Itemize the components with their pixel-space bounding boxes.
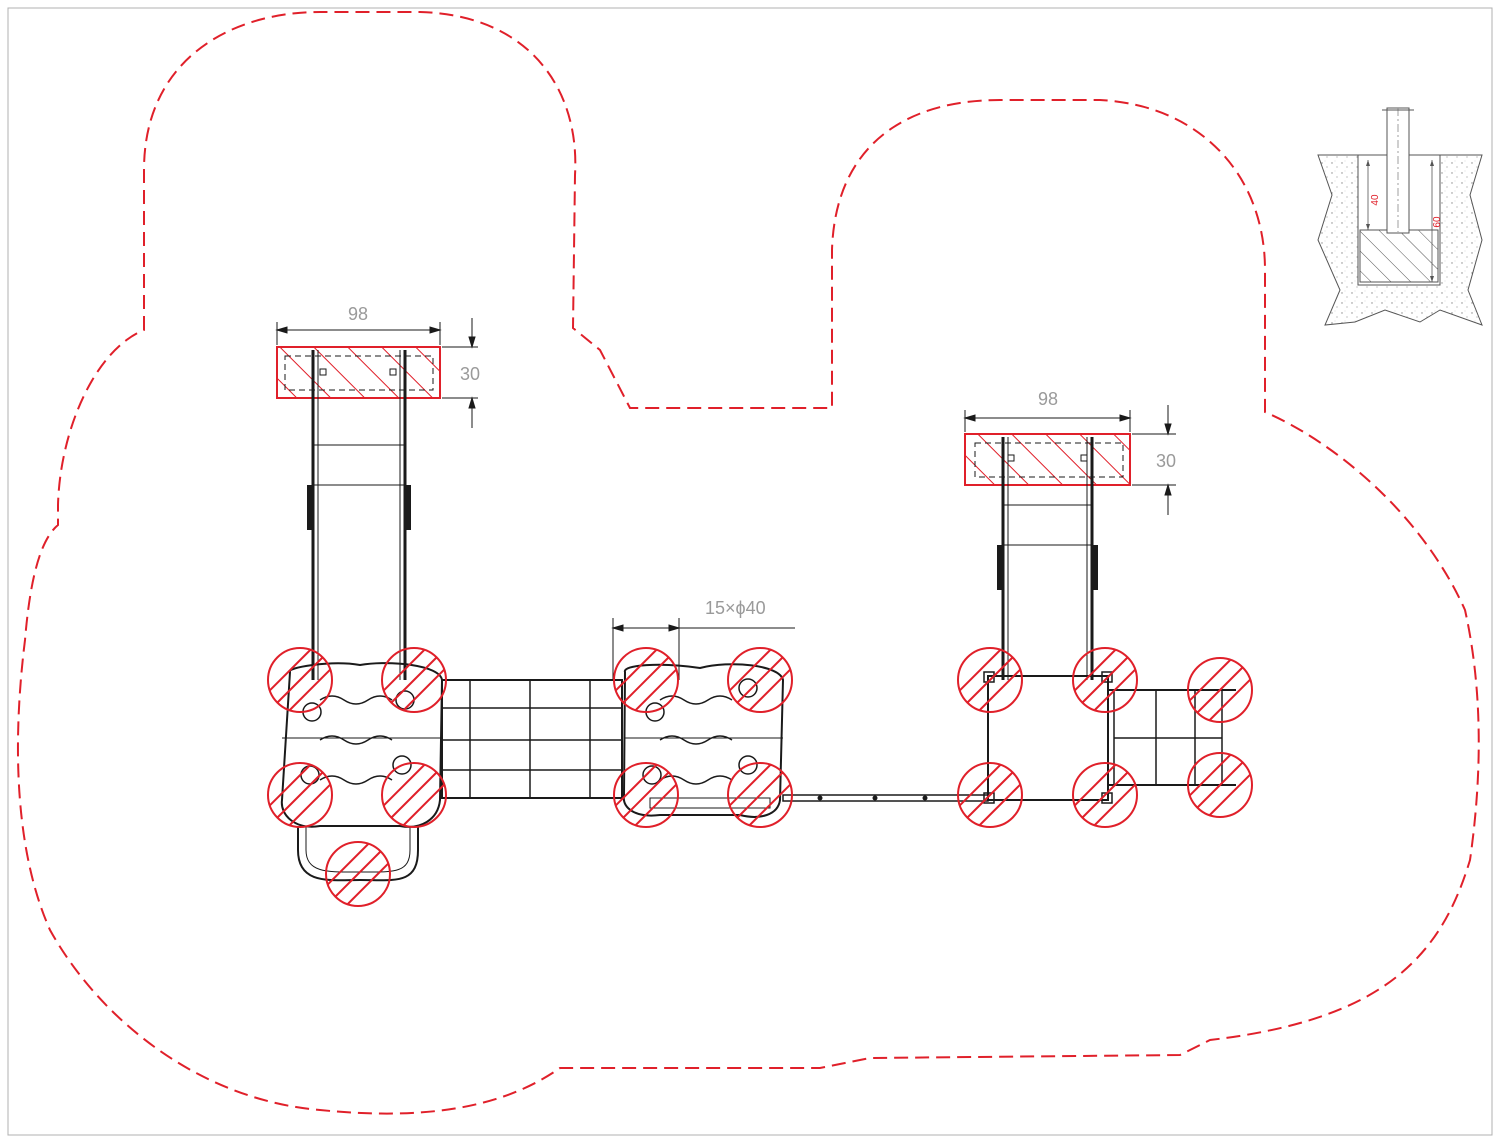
climbing-net-bridge — [441, 679, 623, 799]
page-frame — [7, 7, 1493, 1136]
detail-depth-total-label: 60 — [1432, 216, 1443, 228]
footing-circle — [957, 647, 1023, 713]
footing-circle — [267, 647, 333, 713]
footing-circle — [1072, 647, 1138, 713]
footing-callout-label: 15×ϕ40 — [705, 598, 766, 618]
footing-circle — [1187, 657, 1253, 723]
safety-zone-boundary — [16, 11, 1480, 1115]
footing-circle — [381, 647, 447, 713]
dim-label-left-width: 98 — [348, 304, 368, 324]
footing-callout-leader — [611, 618, 795, 680]
slide-left — [276, 346, 441, 680]
detail-depth-inner-label: 40 — [1370, 194, 1381, 206]
dim-label-right-depth: 30 — [1156, 451, 1176, 471]
footing-circle — [1072, 762, 1138, 828]
slide-right — [964, 433, 1131, 680]
footings-group — [267, 647, 1253, 907]
dimension-left-slide — [275, 318, 478, 428]
footing-circle — [613, 647, 679, 713]
foundation-section-detail — [1317, 107, 1483, 326]
dim-label-left-depth: 30 — [460, 364, 480, 384]
footing-circle — [381, 762, 447, 828]
dimension-right-slide — [963, 405, 1176, 515]
footing-circle — [727, 762, 793, 828]
footing-circle — [325, 841, 391, 907]
dim-label-right-width: 98 — [1038, 389, 1058, 409]
footing-circle — [267, 762, 333, 828]
footing-circle — [1187, 752, 1253, 818]
footing-circle — [957, 762, 1023, 828]
footing-circle — [727, 647, 793, 713]
ladder-right — [1108, 689, 1236, 786]
footing-circle — [613, 762, 679, 828]
